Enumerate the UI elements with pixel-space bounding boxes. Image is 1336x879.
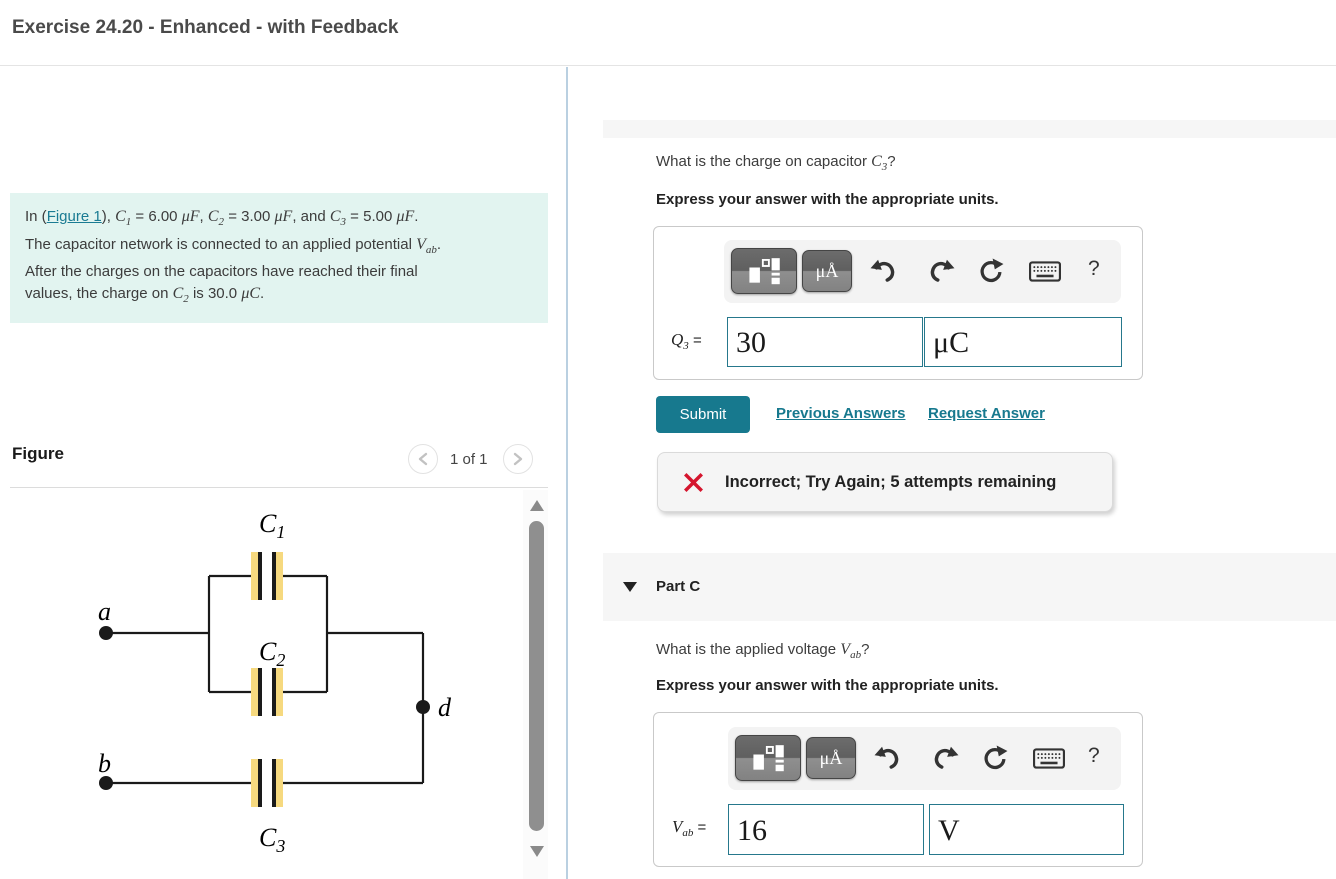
chevron-left-icon	[418, 452, 428, 466]
reset-button[interactable]	[978, 741, 1012, 775]
terminal-a-dot	[99, 626, 113, 640]
part-b-unit-input[interactable]: μC	[924, 317, 1122, 367]
part-b-value-input[interactable]: 30	[727, 317, 923, 367]
figure-page-indicator: 1 of 1	[450, 451, 488, 468]
capacitor-c1	[251, 552, 283, 600]
redo-button[interactable]	[928, 741, 962, 775]
part-c-answer-box: μÅ	[653, 712, 1143, 867]
part-b-question: What is the charge on capacitor C3?	[656, 153, 896, 173]
undo-button[interactable]	[871, 741, 905, 775]
equation-toolbar: μÅ	[728, 727, 1121, 790]
help-button[interactable]: ?	[1088, 744, 1100, 767]
equation-toolbar: μÅ	[724, 240, 1121, 303]
terminal-b-dot	[99, 776, 113, 790]
part-c-unit-input[interactable]: V	[929, 804, 1124, 855]
redo-icon	[934, 746, 959, 769]
part-c-question: What is the applied voltage Vab?	[656, 641, 870, 661]
figure-heading: Figure	[12, 444, 64, 463]
keyboard-button[interactable]	[1032, 741, 1066, 775]
units-button[interactable]: μÅ	[802, 250, 852, 292]
part-c-express: Express your answer with the appropriate…	[656, 677, 999, 694]
collapse-triangle-icon[interactable]	[623, 582, 637, 592]
incorrect-x-icon	[684, 472, 703, 492]
panel-divider	[566, 67, 568, 879]
capacitor-c2	[251, 668, 283, 716]
part-c-title: Part C	[656, 578, 701, 595]
label-c1: C1	[259, 509, 285, 542]
part-b-express: Express your answer with the appropriate…	[656, 191, 999, 208]
figure-divider	[10, 487, 548, 488]
help-button[interactable]: ?	[1088, 257, 1100, 280]
capacitor-c3	[251, 759, 283, 807]
part-c-answer-label: Vab =	[672, 817, 707, 839]
circuit-figure: C1 C2 C3 a b d	[98, 509, 452, 856]
part-b-answer-label: Q3 =	[671, 330, 702, 352]
reset-icon	[980, 258, 1004, 283]
label-a: a	[98, 597, 111, 626]
figure-prev-button[interactable]	[408, 444, 438, 474]
redo-button[interactable]	[924, 254, 958, 288]
math-template-button[interactable]	[731, 248, 797, 294]
reset-button[interactable]	[974, 254, 1008, 288]
figure-next-button[interactable]	[503, 444, 533, 474]
keyboard-button[interactable]	[1028, 254, 1062, 288]
submit-button[interactable]: Submit	[656, 396, 750, 433]
undo-button[interactable]	[867, 254, 901, 288]
chevron-right-icon	[513, 452, 523, 466]
units-button[interactable]: μÅ	[806, 737, 856, 779]
part-b-answer-box: μÅ	[653, 226, 1143, 380]
label-c2: C2	[259, 637, 285, 670]
label-c3: C3	[259, 823, 285, 856]
scroll-down-icon[interactable]	[530, 846, 544, 857]
feedback-box: Incorrect; Try Again; 5 attempts remaini…	[657, 452, 1113, 512]
keyboard-icon	[1033, 747, 1065, 769]
figure-link[interactable]: Figure 1	[46, 208, 102, 225]
part-c-header[interactable]: Part C	[603, 553, 1336, 621]
keyboard-icon	[1029, 260, 1061, 282]
math-template-icon	[749, 258, 780, 285]
reset-icon	[984, 745, 1008, 770]
previous-answers-link[interactable]: Previous Answers	[776, 405, 906, 422]
undo-icon	[870, 259, 895, 282]
page-header	[0, 0, 1336, 66]
terminal-d-dot	[416, 700, 430, 714]
undo-icon	[874, 746, 899, 769]
redo-icon	[930, 259, 955, 282]
figure-scrollbar-thumb[interactable]	[529, 521, 544, 831]
page-title: Exercise 24.20 - Enhanced - with Feedbac…	[12, 17, 399, 38]
part-c-value-input[interactable]: 16	[728, 804, 924, 855]
label-b: b	[98, 749, 111, 778]
part-b-header-strip	[603, 120, 1336, 138]
problem-statement: In (Figure 1), C1 = 6.00 μF, C2 = 3.00 μ…	[10, 193, 548, 323]
scroll-up-icon[interactable]	[530, 500, 544, 511]
circuit-wires	[106, 574, 425, 785]
math-template-icon	[753, 745, 784, 772]
math-template-button[interactable]	[735, 735, 801, 781]
label-d: d	[438, 693, 452, 722]
request-answer-link[interactable]: Request Answer	[928, 405, 1045, 422]
feedback-text: Incorrect; Try Again; 5 attempts remaini…	[725, 472, 1057, 491]
